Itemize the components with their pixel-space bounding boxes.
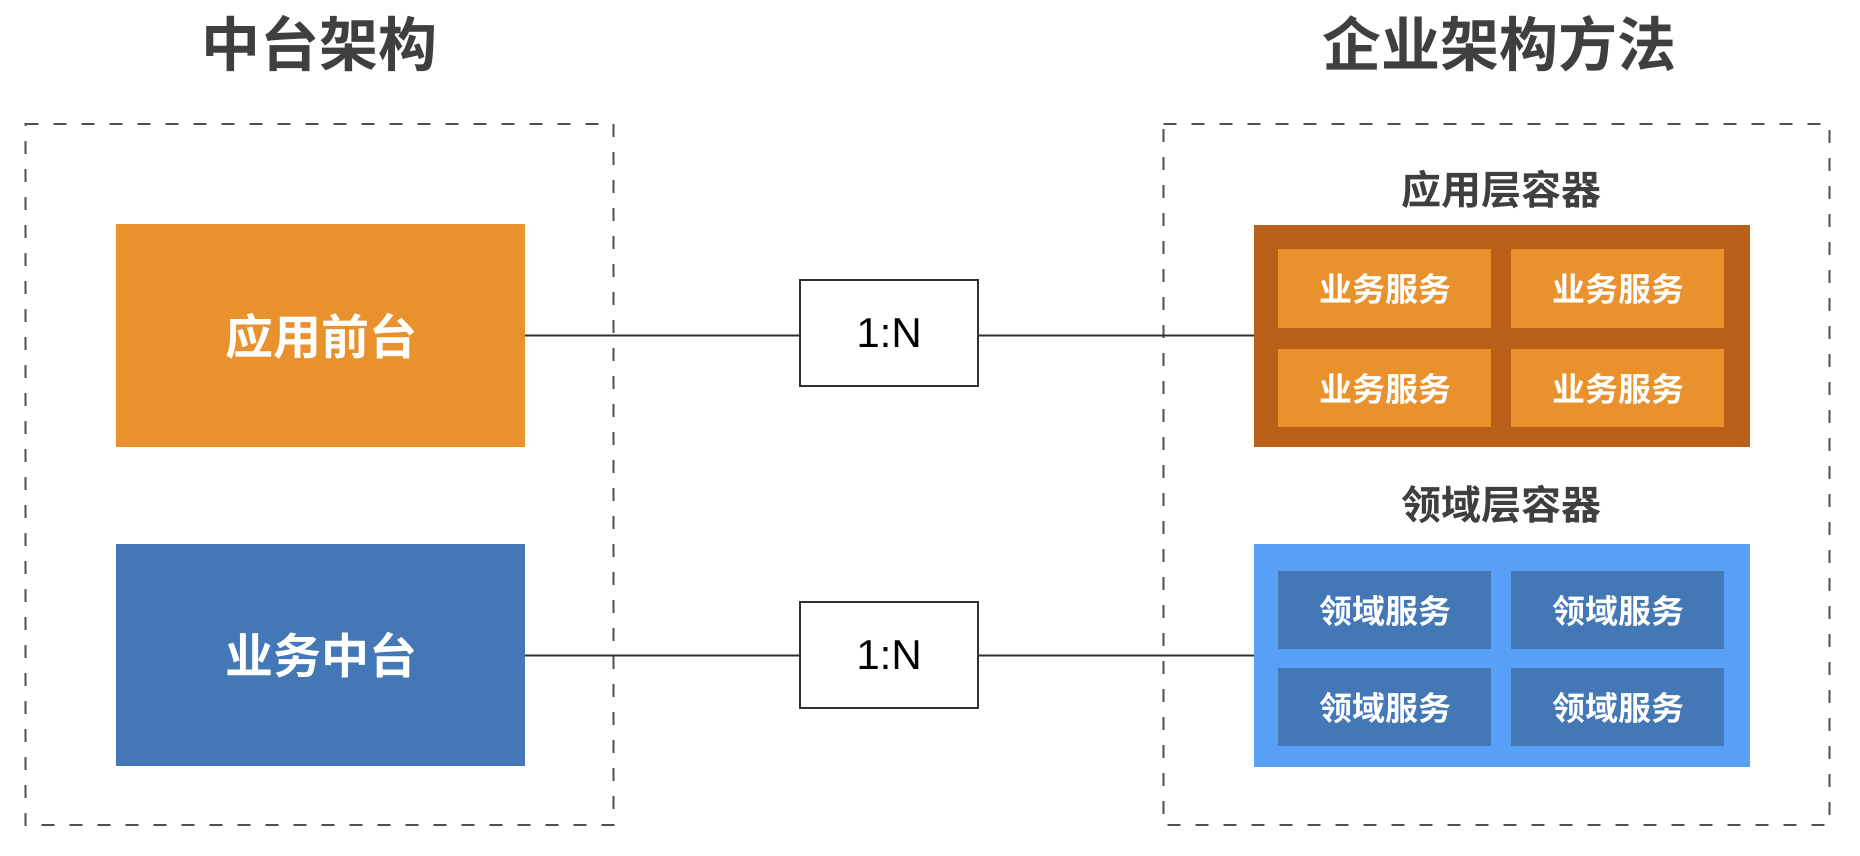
relation-box-top-label: 1:N [856,309,922,356]
app-frontend-box [116,224,525,447]
domain-service-box-label [1319,594,1451,627]
right-diagram-title [1322,14,1676,73]
domain-service-box-label [1552,594,1684,627]
business-service-box [1511,249,1724,328]
domain-service-box [1511,571,1724,649]
business-middle-platform-box [116,544,525,766]
app-layer-container-label [1401,169,1601,209]
relation-box-bottom: 1:N [799,601,979,709]
app-frontend-box-label [225,312,417,360]
relation-box-top: 1:N [799,279,979,387]
business-service-box [1278,249,1491,328]
domain-service-box-label [1552,691,1684,724]
domain-layer-container [1254,544,1750,767]
relation-box-bottom-label: 1:N [856,631,922,678]
business-service-box [1511,349,1724,427]
domain-layer-container-label [1401,484,1601,524]
right-group-dashed-boundary [1162,123,1831,826]
business-service-box-label [1319,272,1451,305]
business-middle-platform-box-label [225,631,417,679]
domain-service-box [1278,668,1491,746]
domain-service-box-label [1319,691,1451,724]
domain-service-box [1278,571,1491,649]
app-layer-container [1254,225,1750,447]
business-service-box-label [1319,372,1451,405]
business-service-box-label [1552,372,1684,405]
domain-service-box [1511,668,1724,746]
business-service-box [1278,349,1491,427]
business-service-box-label [1552,272,1684,305]
left-diagram-title [201,14,437,73]
